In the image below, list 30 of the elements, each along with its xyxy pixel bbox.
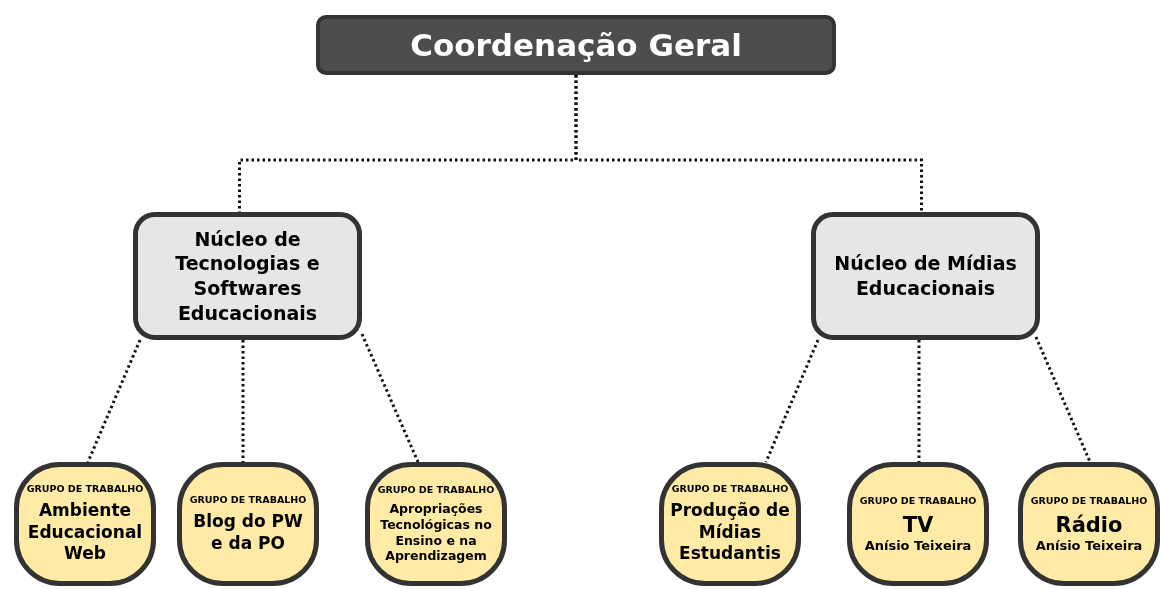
group-label: GRUPO DE TRABALHO xyxy=(377,484,495,496)
working-group-box xyxy=(14,462,156,586)
group-name: Apropriações Tecnológicas no Ensino e na Aprendizagem xyxy=(379,501,493,564)
group-subtitle: Anísio Teixeira xyxy=(1035,538,1143,554)
group-label: GRUPO DE TRABALHO xyxy=(1030,494,1148,506)
group-label: GRUPO DE TRABALHO xyxy=(859,494,977,506)
connector-line xyxy=(574,75,923,212)
department-box xyxy=(133,212,362,340)
box-title: Coordenação Geral xyxy=(410,27,742,63)
working-group-box xyxy=(847,462,989,586)
connector-line xyxy=(86,339,142,463)
group-name: Ambiente Educacional Web xyxy=(26,499,144,566)
department-box xyxy=(811,212,1040,340)
group-name: Blog do PW e da PO xyxy=(192,510,304,555)
group-name: Produção de Mídias Estudantis xyxy=(669,499,791,566)
group-label: GRUPO DE TRABALHO xyxy=(671,482,789,494)
box-title: Núcleo de Tecnologias e Softwares Educacionais xyxy=(174,226,321,326)
box-title: Núcleo de Mídias Educacionais xyxy=(833,251,1018,301)
group-name: Rádio xyxy=(1055,511,1123,539)
title-box xyxy=(316,15,836,75)
working-group-box xyxy=(365,462,507,586)
working-group-box xyxy=(177,462,319,586)
working-group-box xyxy=(1018,462,1160,586)
group-label: GRUPO DE TRABALHO xyxy=(26,482,144,494)
connector-line xyxy=(764,339,820,463)
group-name: TV xyxy=(902,511,934,539)
group-label: GRUPO DE TRABALHO xyxy=(189,493,307,505)
working-group-box xyxy=(659,462,801,586)
group-subtitle: Anísio Teixeira xyxy=(864,538,972,554)
connector-line xyxy=(1034,336,1092,463)
